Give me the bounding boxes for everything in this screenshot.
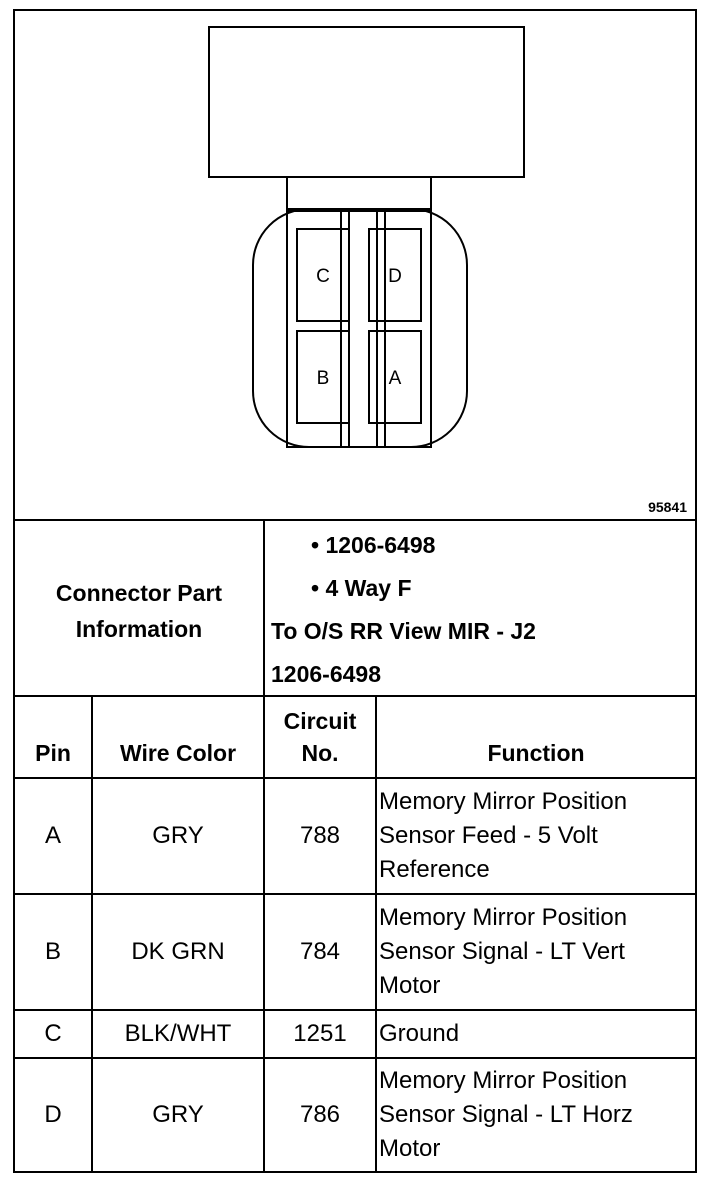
header-circuit-line2: No. [301,740,339,766]
row-b-function-line3: Motor [379,972,441,999]
pin-cavity-c [296,228,350,322]
pin-label-d: D [388,266,402,287]
row-b-wire-color: DK GRN [131,938,225,965]
connector-type-bullet: • 4 Way F [311,575,412,601]
row-d-function-line3: Motor [379,1135,441,1162]
connector-housing [252,208,468,448]
row-a-wire-color: GRY [152,822,204,849]
connector-neck [286,176,432,212]
connector-info-label-line1: Connector Part [55,580,223,606]
row-b-function: Memory Mirror Position Sensor Signal - L… [379,895,691,1009]
row-c-pin: C [44,1020,62,1047]
divider-info [15,695,695,697]
row-d-function-line2: Sensor Signal - LT Horz [379,1101,633,1128]
pin-label-c: C [316,266,330,287]
row-c-wire-color: BLK/WHT [124,1020,232,1047]
row-a-function-line3: Reference [379,856,490,883]
connector-diagram: C D B A [208,26,525,448]
row-d-function: Memory Mirror Position Sensor Signal - L… [379,1059,691,1171]
row-d-circuit: 786 [299,1101,341,1128]
pin-cavity-d [368,228,422,322]
header-circuit-line1: Circuit [283,708,357,734]
connector-destination: To O/S RR View MIR - J2 [271,618,536,644]
divider-diagram [15,519,695,521]
row-a-circuit: 788 [299,822,341,849]
row-b-function-line2: Sensor Signal - LT Vert [379,938,625,965]
row-d-pin: D [44,1101,62,1128]
header-circuit-no: Circuit No. [265,697,375,777]
divider-row-a [15,893,695,895]
row-a-function: Memory Mirror Position Sensor Feed - 5 V… [379,779,691,893]
connector-part-number: 1206-6498 [271,661,381,687]
connector-body [208,26,525,178]
row-a-function-line1: Memory Mirror Position [379,788,628,815]
row-b-circuit: 784 [299,938,341,965]
divider-pin-col [91,697,93,1173]
row-d-wire-color: GRY [152,1101,204,1128]
row-c-circuit: 1251 [293,1020,347,1047]
pin-cavity-a [368,330,422,424]
divider-row-b [15,1009,695,1011]
row-d-function-line1: Memory Mirror Position [379,1067,628,1094]
row-b-function-line1: Memory Mirror Position [379,904,628,931]
part-number-bullet: • 1206-6498 [311,532,436,558]
connector-info-label: Connector Part Information [15,523,263,699]
divider-info-vertical [263,521,265,697]
connector-sheet: C D B A 95841 Connector Part Information… [13,9,697,1173]
divider-wire-col [263,697,265,1173]
row-c-function-line1: Ground [379,1020,460,1047]
divider-header [15,777,695,779]
connector-info-label-line2: Information [75,616,203,642]
row-c-function: Ground [379,1011,691,1057]
divider-row-c [15,1057,695,1059]
pin-label-b: B [317,368,330,389]
row-b-pin: B [44,938,61,965]
figure-number: 95841 [648,499,687,515]
connector-inner-shroud [286,208,432,448]
pin-cavity-b [296,330,350,424]
header-wire-color: Wire Color [119,740,237,766]
row-a-pin: A [44,822,61,849]
header-pin: Pin [35,740,71,766]
divider-circuit-col [375,697,377,1173]
connector-info-details: • 1206-6498 • 4 Way F To O/S RR View MIR… [267,523,695,699]
row-a-function-line2: Sensor Feed - 5 Volt [379,822,598,849]
header-function: Function [487,740,585,766]
pin-label-a: A [389,368,402,389]
